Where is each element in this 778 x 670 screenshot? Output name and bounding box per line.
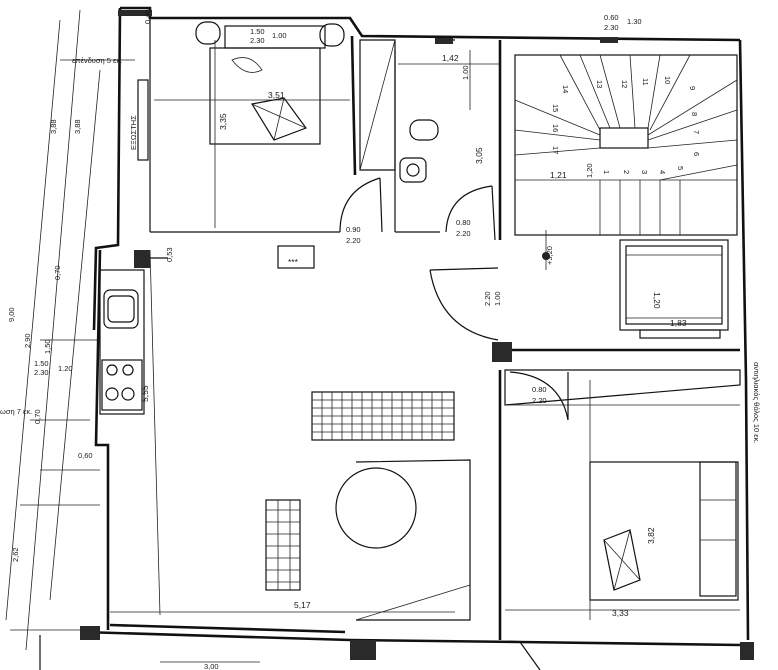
step-8: 8 [690, 112, 699, 116]
dim-left-150b: 1.50 [34, 359, 49, 368]
dim-top-230: 2.30 [604, 23, 619, 32]
dim-door2-h: 2.20 [456, 229, 471, 238]
dim-living-height: 5,55 [140, 385, 150, 402]
step-16: 16 [551, 124, 560, 132]
dim-bath-100: 1.00 [461, 65, 470, 80]
left-edge-note: ωση 7 εκ. [0, 407, 32, 416]
step-15: 15 [551, 104, 560, 112]
dim-053: 0,53 [165, 247, 174, 262]
closet [429, 239, 740, 362]
table-grid [312, 392, 454, 440]
bedroom-1 [149, 18, 383, 233]
left-dimension-lines [5, 9, 135, 651]
dim-stair-120: 1,20 [585, 163, 594, 178]
step-17: 17 [551, 146, 560, 154]
bottom-balcony [39, 635, 541, 670]
terrace-label: ΕΞΩΣΤΗΣ [129, 115, 138, 150]
dim-left-388a: 3,88 [49, 119, 58, 134]
step-3: 3 [640, 170, 649, 174]
dim-door2-w: 0.80 [456, 218, 471, 227]
step-13: 13 [595, 80, 604, 88]
dim-door3-h: 2.20 [483, 291, 492, 306]
dim-left-150: 1,50 [43, 339, 52, 354]
dim-left-070a: 0,70 [53, 265, 62, 280]
sofa-grid [266, 500, 300, 590]
dim-window-100: 1.00 [272, 31, 287, 40]
staircase [514, 37, 738, 236]
dim-left-290: 2,90 [23, 333, 32, 348]
dim-left-230: 2.30 [34, 368, 49, 377]
terrace-window [137, 79, 149, 161]
step-4: 4 [658, 170, 667, 174]
dim-bedroom2-width: 3,33 [612, 608, 629, 618]
dim-top-040: 0,40 [143, 9, 152, 24]
step-9: 9 [688, 86, 697, 90]
step-6: 6 [692, 152, 701, 156]
dim-closet-183: 1,83 [670, 318, 687, 328]
insulation-note: επένδυση 5 εκ. [72, 56, 122, 65]
step-5: 5 [676, 166, 685, 170]
dim-door1-w: 0.90 [346, 225, 361, 234]
dim-door1-h: 2.20 [346, 236, 361, 245]
dim-left-070b: 0,70 [33, 409, 42, 424]
text-labels: επένδυση 5 εκ. ΕΞΩΣΤΗΣ αντιηλιακός θόλος… [0, 56, 761, 443]
step-14: 14 [561, 85, 570, 93]
dim-left-388b: 3,88 [73, 119, 82, 134]
dim-bottom-300: 3,00 [204, 662, 219, 670]
dim-living-width: 5,17 [294, 600, 311, 610]
dim-left-060: 0,60 [78, 451, 93, 460]
dim-door4-w: 0.80 [532, 385, 547, 394]
stair-step-numbers: 14 13 12 11 10 9 8 7 6 5 1 2 3 4 15 16 1… [551, 76, 701, 174]
step-1: 1 [602, 170, 611, 174]
step-10: 10 [663, 76, 672, 84]
dim-door4-h: 2.20 [532, 396, 547, 405]
dim-left-900: 9,00 [7, 307, 16, 322]
dim-top-130: 1.30 [627, 17, 642, 26]
right-edge-note: αντιηλιακός θόλος 10 εκ. [752, 362, 761, 443]
dim-bath-width: 1,42 [442, 53, 459, 63]
dimension-texts: 0,40 0.60 1.30 2.30 1.50 1.00 2.30 3,51 … [7, 9, 687, 670]
dim-window-150: 1.50 [250, 27, 265, 36]
dim-bath-height: 3,05 [474, 147, 484, 164]
dim-closet-120: 1,20 [652, 292, 662, 309]
outer-walls [80, 6, 754, 660]
dim-left-262: 2,62 [11, 547, 20, 562]
step-2: 2 [622, 170, 631, 174]
stars-mark: *** [288, 257, 299, 267]
dim-bedroom2-height: 3,82 [646, 527, 656, 544]
dim-bedroom1-width: 3,51 [268, 90, 285, 100]
kitchen [99, 245, 315, 415]
step-7: 7 [692, 130, 701, 134]
bedroom-2 [498, 369, 741, 640]
dim-window-230: 2.30 [250, 36, 265, 45]
bathroom [359, 38, 502, 241]
step-11: 11 [641, 78, 650, 86]
dim-left-120: 1.20 [58, 364, 73, 373]
step-12: 12 [620, 80, 629, 88]
dim-stair-121: 1,21 [550, 170, 567, 180]
dim-door3-w: 1.00 [493, 291, 502, 306]
dim-bedroom1-height: 3,35 [218, 113, 228, 130]
living-area [109, 249, 471, 634]
dim-top-060: 0.60 [604, 13, 619, 22]
